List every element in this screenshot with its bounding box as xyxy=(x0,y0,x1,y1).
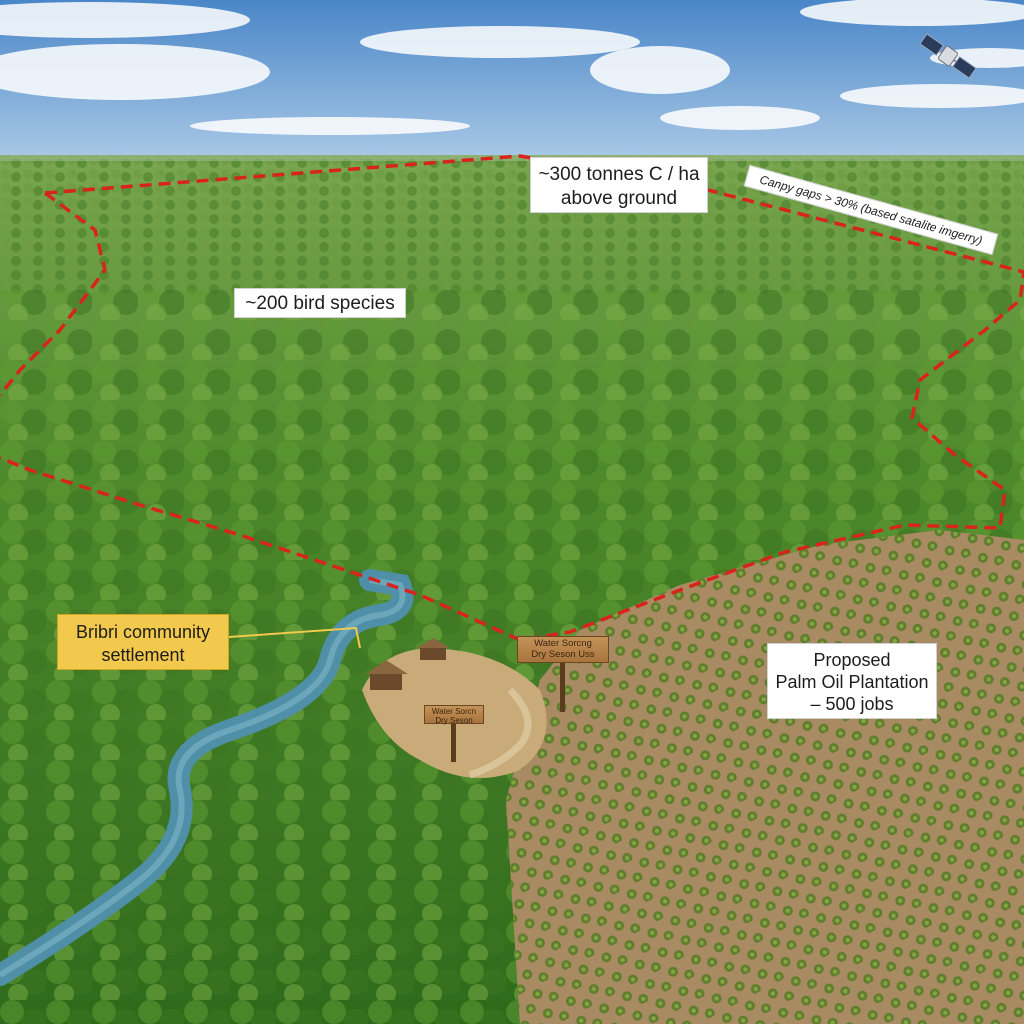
water-sign-line1: Water Sorcng xyxy=(534,638,592,649)
carbon-stock-label: ~300 tonnes C / ha above ground xyxy=(530,157,708,213)
plantation-line3: – 500 jobs xyxy=(810,693,894,714)
dirt-path xyxy=(468,687,532,779)
clouds xyxy=(0,0,1024,135)
boundary-line xyxy=(0,154,1024,642)
satellite-icon xyxy=(919,33,977,79)
settlement-leader-line xyxy=(228,626,361,649)
settlement-line1: Bribri community xyxy=(75,622,211,642)
small-sign-line1: Water Sorcn xyxy=(431,707,477,716)
plantation-line2: Palm Oil Plantation xyxy=(775,671,929,692)
sign-post xyxy=(451,722,456,762)
bird-species-label: ~200 bird species xyxy=(234,288,406,318)
settlement-label: Bribri community settlement xyxy=(57,614,229,670)
boundary-line xyxy=(0,191,107,397)
carbon-stock-line1: ~300 tonnes C / ha xyxy=(538,164,700,185)
plantation-label: Proposed Palm Oil Plantation – 500 jobs xyxy=(767,643,937,719)
sign-post xyxy=(560,660,565,712)
water-sign-line2: Dry Seson Uss xyxy=(531,648,595,660)
plantation-line1: Proposed xyxy=(813,650,891,670)
settlement-line2: settlement xyxy=(101,644,185,665)
huts xyxy=(366,638,450,690)
settlement-sign: Water Sorcn Dry Seson xyxy=(424,705,484,726)
small-sign-line2: Dry Seson xyxy=(435,716,473,726)
carbon-stock-line2: above ground xyxy=(560,187,678,209)
water-source-sign: Water Sorcng Dry Seson Uss xyxy=(517,636,609,663)
